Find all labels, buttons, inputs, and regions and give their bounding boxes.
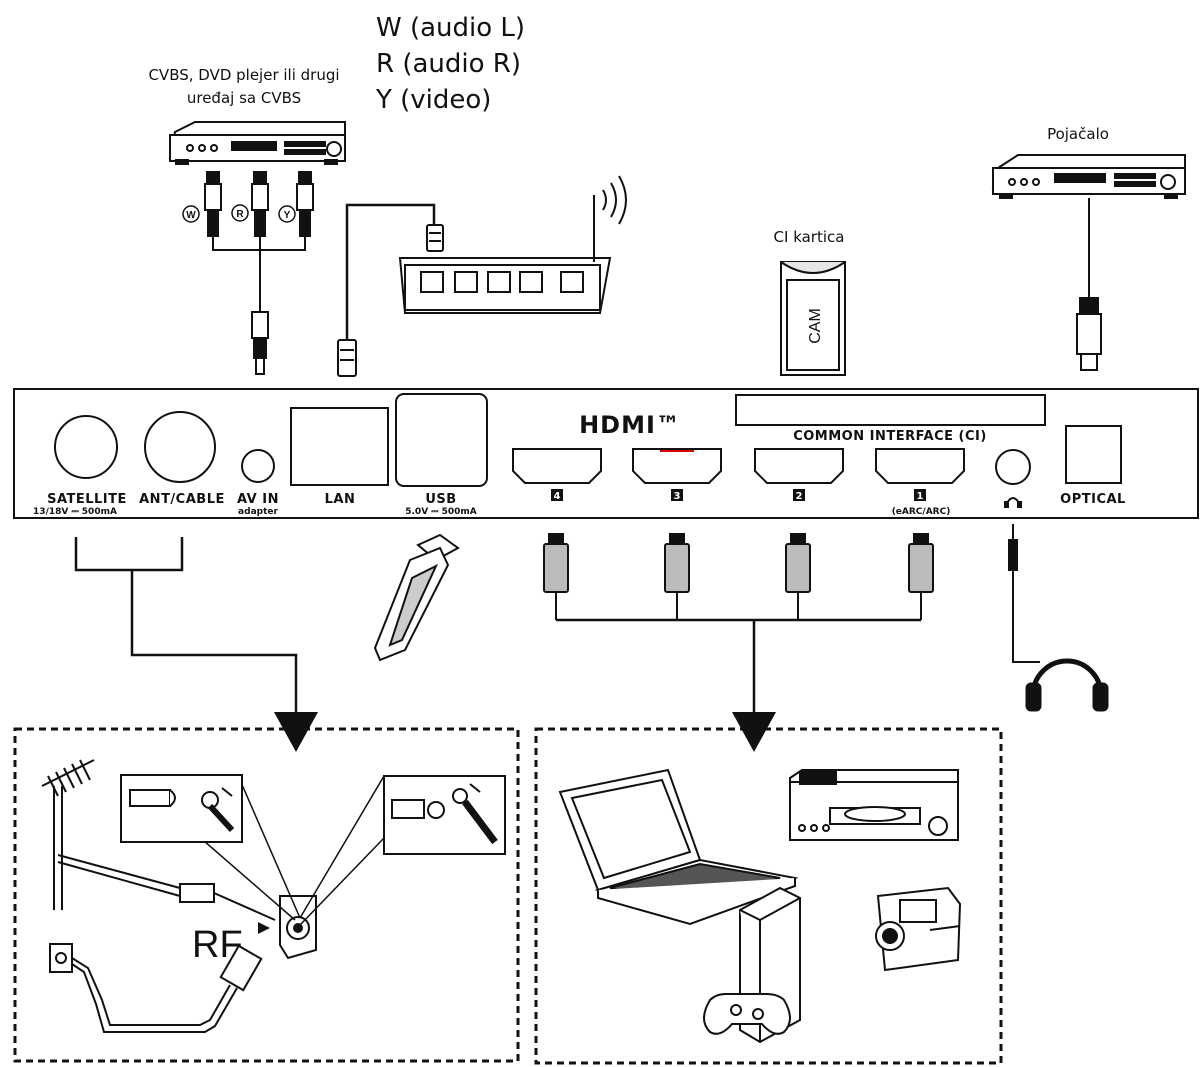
- hdmi-port-3[interactable]: [632, 448, 722, 484]
- svg-text:4: 4: [554, 491, 561, 502]
- antenna-cable: [57, 854, 276, 921]
- headphone-port[interactable]: [995, 449, 1031, 485]
- plug-y-marker: Y: [278, 205, 296, 223]
- svg-text:3: 3: [674, 491, 681, 502]
- legend-line-y: Y (video): [375, 85, 491, 115]
- rf-detail-inset-left: [120, 774, 243, 843]
- legend-line-r: R (audio R): [376, 49, 521, 79]
- hdmi-arrow: [732, 712, 776, 752]
- ci-card-icon: CAM: [780, 261, 846, 376]
- svg-text:W: W: [186, 210, 196, 221]
- usb-stick-icon: [373, 533, 460, 662]
- hdmi-port-2[interactable]: [754, 448, 844, 484]
- optical-cable: [1076, 198, 1102, 371]
- wall-cable: [71, 944, 263, 1033]
- rca-cable-set: [204, 171, 314, 375]
- hdmi-port-4[interactable]: [512, 448, 602, 484]
- optical-label: OPTICAL: [1060, 492, 1126, 507]
- wall-socket-icon: [49, 943, 73, 973]
- legend-line-w: W (audio L): [376, 13, 525, 43]
- game-console-icon: [703, 886, 801, 1044]
- rf-detail-inset-right: [383, 775, 506, 855]
- av-in-sublabel: adapter: [238, 507, 278, 517]
- satellite-sublabel: 13/18V ⎓ 500mA: [33, 507, 117, 517]
- lan-plug-top: [426, 224, 444, 252]
- ant-cable-port[interactable]: [144, 411, 216, 483]
- cvbs-device-label-1: CVBS, DVD plejer ili drugi: [148, 66, 339, 84]
- amplifier-label: Pojačalo: [1047, 125, 1109, 143]
- lan-cable: [345, 203, 436, 340]
- headphone-cable: [1008, 524, 1040, 663]
- plug-r-marker: R: [231, 204, 249, 222]
- plug-w-marker: W: [182, 205, 200, 223]
- camcorder-icon: [875, 886, 962, 972]
- amplifier-icon: [991, 154, 1186, 199]
- router-icon: [398, 175, 627, 314]
- hdmi4-number: 4: [551, 489, 563, 502]
- optical-port[interactable]: [1065, 425, 1122, 484]
- hdmi3-number: 3: [671, 489, 683, 502]
- svg-text:1: 1: [917, 491, 924, 502]
- usb-sublabel: 5.0V ⎓ 500mA: [405, 507, 477, 517]
- ci-slot[interactable]: [735, 394, 1046, 426]
- rf-connection-box: [13, 727, 520, 1063]
- common-interface-label: COMMON INTERFACE (CI): [793, 429, 987, 444]
- lan-plug-bottom: [337, 339, 357, 377]
- satellite-label: SATELLITE: [47, 492, 127, 507]
- satellite-port[interactable]: [54, 415, 118, 479]
- svg-text:CAM: CAM: [807, 308, 824, 344]
- headphone-symbol-icon: [1004, 497, 1022, 508]
- laptop-icon: [558, 768, 799, 926]
- dvd-player-icon: [168, 121, 346, 165]
- svg-text:2: 2: [796, 491, 803, 502]
- lan-label: LAN: [325, 492, 356, 507]
- blu-ray-player-icon: [789, 769, 959, 842]
- hdmi-cables: [543, 533, 934, 712]
- ant-cable-label: ANT/CABLE: [139, 492, 225, 507]
- lan-port[interactable]: [290, 407, 389, 486]
- rf-label: RF: [192, 924, 243, 966]
- antenna-icon: [41, 759, 95, 910]
- hdmi2-number: 2: [793, 489, 805, 502]
- svg-text:R: R: [236, 209, 244, 220]
- cvbs-device-label-2: uređaj sa CVBS: [187, 89, 301, 107]
- hdmi-devices-box: [534, 727, 1003, 1065]
- tv-rf-socket: [279, 895, 317, 960]
- headphones-icon: [1025, 658, 1109, 712]
- rf-arrow: [274, 712, 318, 752]
- ci-card-label: CI kartica: [774, 228, 845, 246]
- hdmi1-number: 1: [914, 489, 926, 502]
- usb-label: USB: [425, 492, 456, 507]
- hdmi-port-1[interactable]: [875, 448, 965, 484]
- av-in-port[interactable]: [241, 449, 275, 483]
- hdmi-logo: HDMI™: [579, 411, 681, 439]
- svg-text:Y: Y: [284, 210, 291, 221]
- rf-small-arrow: [258, 922, 270, 934]
- rf-bracket-lines: [74, 537, 298, 712]
- hdmi1-sublabel: (eARC/ARC): [892, 507, 951, 517]
- usb-port[interactable]: [395, 393, 488, 487]
- av-in-label: AV IN: [237, 492, 279, 507]
